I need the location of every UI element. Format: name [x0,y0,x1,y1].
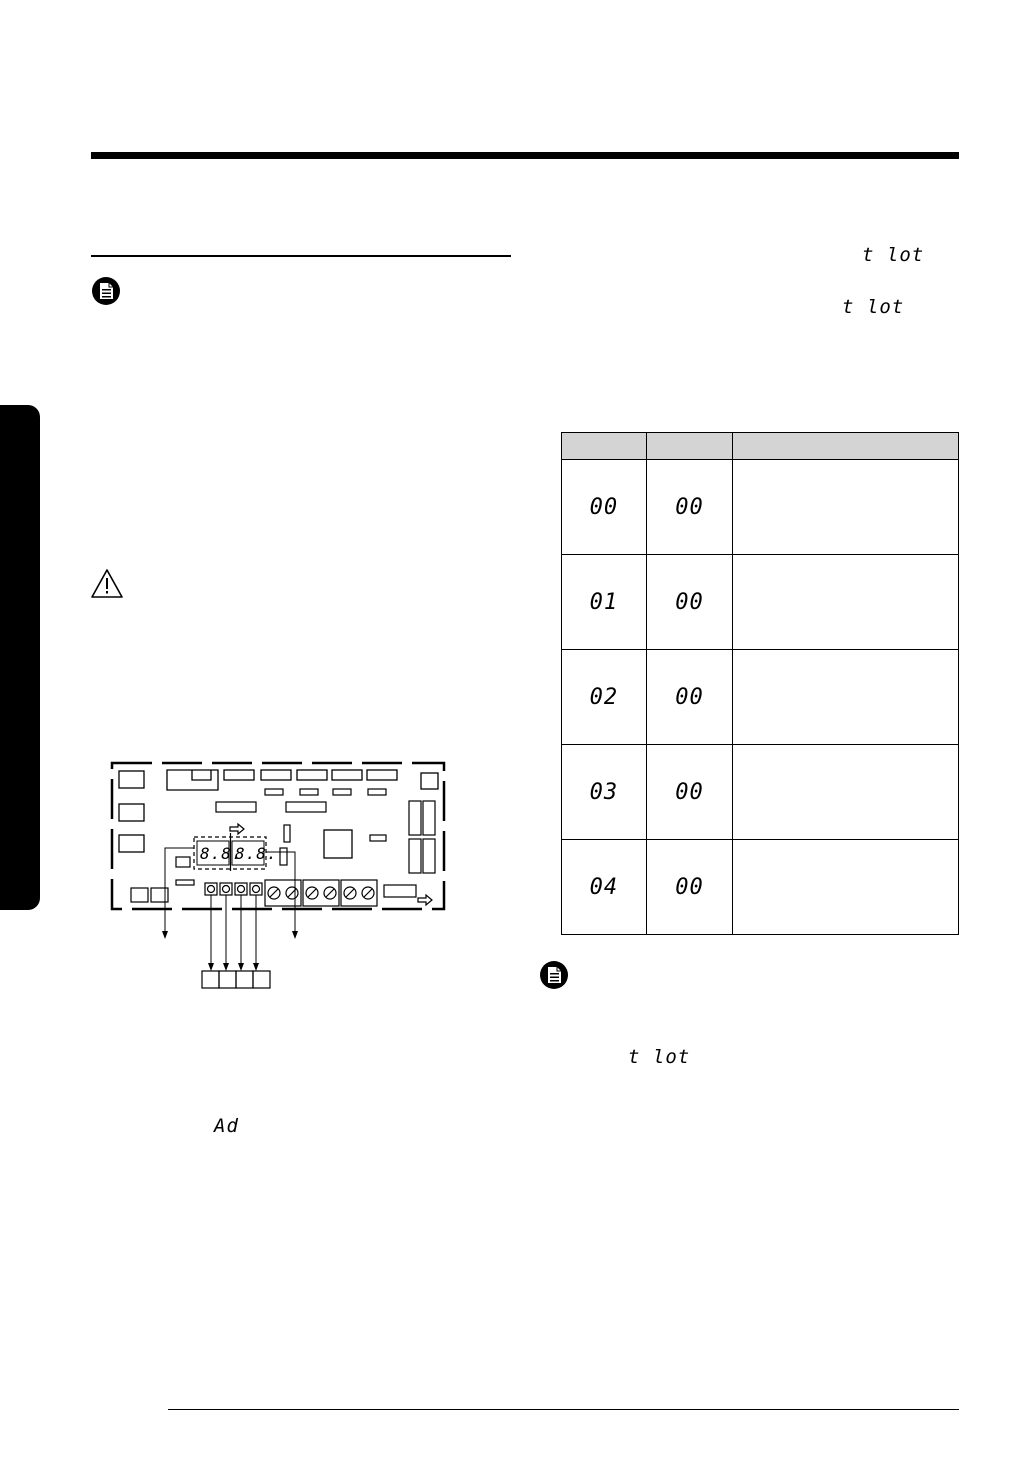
table-cell-description [732,839,959,935]
table-cell-code: 03 [561,744,647,840]
table-cell-description [732,744,959,840]
table-cell-code: 04 [561,839,647,935]
table-row: 03 00 [561,744,959,840]
option-code-table: 00 00 01 00 02 00 03 00 04 00 [561,432,959,935]
top-header-rule [91,152,959,159]
table-header-cell [645,432,734,460]
table-header-cell [732,432,959,460]
display-code-t-lot: t lot [628,1046,691,1068]
table-cell-value: 00 [645,839,734,935]
table-row: 04 00 [561,839,959,935]
table-cell-description [732,459,959,555]
table-cell-value: 00 [645,649,734,745]
chapter-side-tab [0,405,40,910]
table-cell-code: 01 [561,554,647,650]
display-code-t-lot: t lot [842,296,905,318]
table-cell-description [732,554,959,650]
pcb-board-diagram [110,761,446,989]
table-row: 00 00 [561,459,959,555]
display-code-ad: Ad [214,1115,239,1137]
board-segment-display-left: 8.8. [200,844,243,863]
table-cell-code: 02 [561,649,647,745]
table-header-row [561,432,959,460]
note-icon [540,961,568,989]
table-header-cell [561,432,647,460]
footer-rule [168,1409,959,1410]
table-cell-value: 00 [645,459,734,555]
board-segment-display-right: 8.8. [235,844,278,863]
table-row: 01 00 [561,554,959,650]
caution-icon [91,569,123,598]
table-row: 02 00 [561,649,959,745]
table-cell-value: 00 [645,554,734,650]
section-rule [91,255,511,257]
display-code-t-lot: t lot [862,244,925,266]
table-cell-code: 00 [561,459,647,555]
table-cell-description [732,649,959,745]
note-icon [92,277,120,305]
table-cell-value: 00 [645,744,734,840]
